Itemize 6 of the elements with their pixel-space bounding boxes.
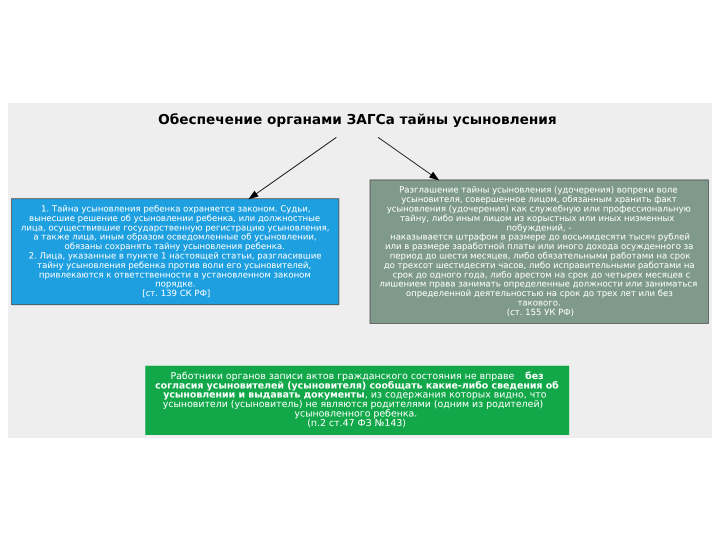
node-text: Обеспечение органами ЗАГСа тайны усыновления [158,112,557,128]
arrow [248,136,337,199]
node-box: 1. Тайна усыновления ребенка охраняется законом. Судьи, вынесшие решение об усыновлении ребенка, или должностные лица, осуществившие государственную регистрацию усыновления, а также лица, иным образом осведомленные об усыновлении, обязаны сохранять тайну усыновления ребенка. 2. Лица, указанные в пункте 1 настоящей статьи, разгласившие тайну усыновления ребенка против воли его усыновителей, привлекаются к ответственности в установленном законом порядке. [ст. 139 СК РФ] [11,198,340,305]
arrow [378,136,440,180]
node-box: Разглашение тайны усыновления (удочерения) вопреки воле усыновителя, совершенное лицом, обязанным хранить факт усыновления (удочерения) как служебную или профессиональную тайну, либо иным лицом из корыстных или иных низменных побуждений, - наказывается штрафом в размере до восьмидесяти тысяч рублей или в размере заработной платы или иного дохода осужденного за период до шести месяцев, либо обязательными работами на срок до трехсот шестидесяти часов, либо исправительными работами на срок до одного года, либо арестом на срок до четырех месяцев с лишением права занимать определенные должности или заниматься определенной деятельностью на срок до трех лет или без такового. (ст. 155 УК РФ) [370,178,709,324]
node-box: Работники органов записи актов гражданского состояния не вправе без согласия усыновителей (усыновителя) сообщать какие-либо сведения об усыновлении и выдавать документы, из содержания которых видно, что усыновители (усыновитель) не являются родителями (одним из родителей) усыновленного ребенка. (п.2 ст.47 ФЗ №143) [145,365,570,434]
